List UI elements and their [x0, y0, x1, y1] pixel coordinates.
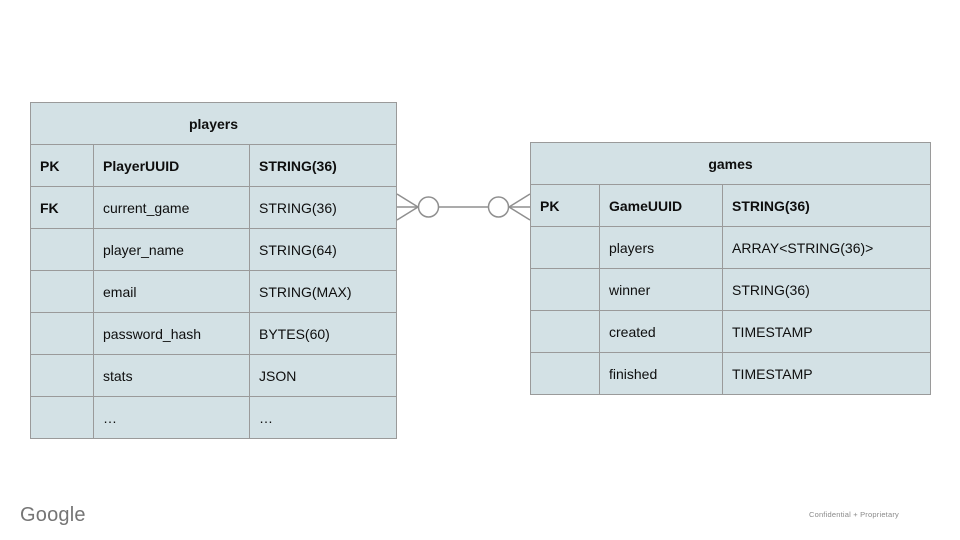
players-entity-table: players PK PlayerUUID STRING(36) FK curr… [29, 102, 398, 439]
column-type-cell: TIMESTAMP [721, 352, 932, 395]
column-name-cell: player_name [93, 228, 250, 271]
key-cell [30, 228, 94, 271]
confidential-note: Confidential + Proprietary [808, 510, 899, 519]
table-row: PK PlayerUUID STRING(36) [30, 144, 398, 187]
column-type-cell: STRING(64) [248, 228, 398, 271]
players-table-title: players [29, 102, 398, 145]
table-row: FK current_game STRING(36) [30, 186, 398, 229]
table-header-row: games [529, 142, 932, 185]
table-header-row: players [29, 102, 398, 145]
column-type-cell: … [248, 396, 398, 439]
key-cell: PK [30, 144, 94, 187]
table-row: winner STRING(36) [530, 268, 932, 311]
table-row: players ARRAY<STRING(36)> [530, 226, 932, 269]
column-name-cell: PlayerUUID [93, 144, 250, 187]
games-table-title: games [529, 142, 932, 185]
relationship-connector [396, 183, 531, 231]
key-cell [530, 310, 600, 353]
column-name-cell: current_game [93, 186, 250, 229]
key-cell: FK [30, 186, 94, 229]
column-name-cell: stats [93, 354, 250, 397]
table-row: stats JSON [30, 354, 398, 397]
many-crow-foot-left [396, 193, 419, 221]
column-name-cell: email [93, 270, 250, 313]
key-cell [530, 268, 600, 311]
column-name-cell: … [93, 396, 250, 439]
key-cell [530, 352, 600, 395]
column-name-cell: winner [599, 268, 723, 311]
crow-foot-connector-graphic [396, 193, 531, 221]
many-crow-foot-right [508, 193, 531, 221]
column-type-cell: STRING(36) [721, 184, 932, 227]
column-type-cell: TIMESTAMP [721, 310, 932, 353]
table-row: … … [30, 396, 398, 439]
google-logo: Google [20, 504, 86, 526]
key-cell [30, 354, 94, 397]
games-entity-table: games PK GameUUID STRING(36) players ARR… [529, 142, 932, 395]
column-name-cell: GameUUID [599, 184, 723, 227]
column-type-cell: ARRAY<STRING(36)> [721, 226, 932, 269]
key-cell: PK [530, 184, 600, 227]
table-row: password_hash BYTES(60) [30, 312, 398, 355]
table-row: email STRING(MAX) [30, 270, 398, 313]
table-row: player_name STRING(64) [30, 228, 398, 271]
table-row: created TIMESTAMP [530, 310, 932, 353]
column-name-cell: players [599, 226, 723, 269]
key-cell [30, 396, 94, 439]
key-cell [30, 312, 94, 355]
table-row: finished TIMESTAMP [530, 352, 932, 395]
column-type-cell: STRING(36) [248, 186, 398, 229]
column-name-cell: created [599, 310, 723, 353]
key-cell [530, 226, 600, 269]
column-name-cell: finished [599, 352, 723, 395]
column-name-cell: password_hash [93, 312, 250, 355]
key-cell [30, 270, 94, 313]
column-type-cell: STRING(MAX) [248, 270, 398, 313]
column-type-cell: JSON [248, 354, 398, 397]
zero-cardinality-circle-right [487, 196, 510, 218]
column-type-cell: BYTES(60) [248, 312, 398, 355]
column-type-cell: STRING(36) [248, 144, 398, 187]
zero-cardinality-circle-left [417, 196, 440, 218]
column-type-cell: STRING(36) [721, 268, 932, 311]
table-row: PK GameUUID STRING(36) [530, 184, 932, 227]
